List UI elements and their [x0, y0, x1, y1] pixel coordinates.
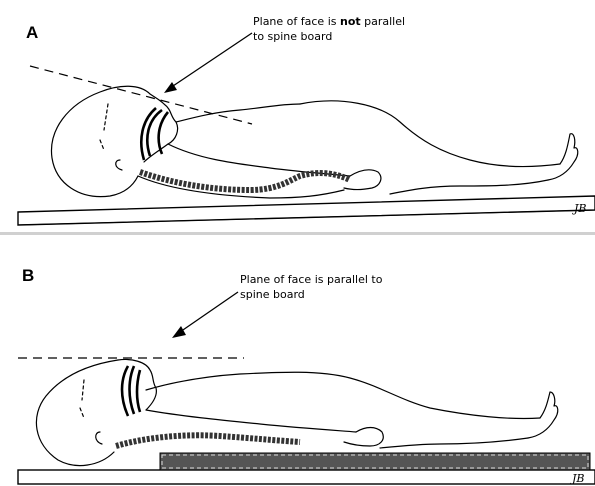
panel-b-padding-block: [160, 453, 590, 470]
panel-b-signature: JB: [570, 472, 585, 485]
panel-b-illustration: JB: [0, 240, 595, 486]
panel-a-face-plane-line: [30, 66, 252, 124]
panel-b-spine-padding: [116, 435, 300, 446]
panel-a: A Plane of face is not parallel to spine…: [0, 0, 595, 232]
panel-b-spine-board: [18, 470, 595, 484]
panel-a-arrow: [164, 33, 252, 93]
panel-a-illustration: JB: [0, 0, 595, 232]
panel-a-patient-figure: [51, 86, 577, 198]
panel-a-cervical-collar: [141, 108, 168, 160]
panel-b-cervical-collar: [122, 366, 140, 416]
panel-b-patient-figure: [36, 359, 557, 465]
panel-a-spine-board: [18, 196, 595, 225]
panel-a-signature: JB: [572, 202, 587, 215]
panel-b-arrow: [172, 292, 238, 338]
panel-a-spine-padding: [140, 172, 350, 190]
panel-divider: [0, 232, 595, 235]
panel-b: B Plane of face is parallel to spine boa…: [0, 240, 595, 486]
